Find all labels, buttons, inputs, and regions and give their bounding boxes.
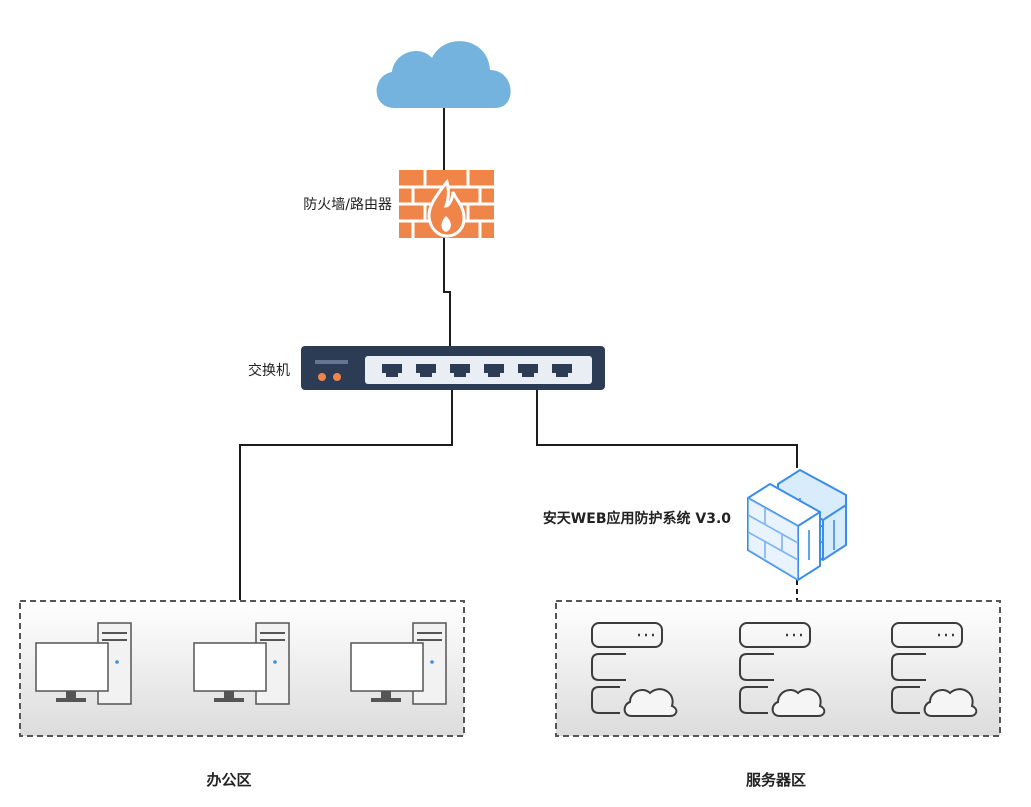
office-zone-label: 办公区: [206, 771, 251, 789]
office-pc-icon: [193, 622, 290, 705]
link-firewall-switch: [443, 238, 451, 346]
server-zone-label: 服务器区: [746, 771, 806, 789]
server-zone: [555, 600, 1001, 737]
office-pc-icon: [35, 622, 132, 705]
switch-icon: [301, 346, 605, 390]
cloud-icon: [376, 41, 511, 108]
office-zone: [19, 600, 465, 737]
link-switch-office: [239, 390, 453, 600]
waf-icon: [747, 468, 847, 582]
firewall-label: 防火墙/路由器: [303, 197, 392, 213]
cloud-server-icon: [591, 622, 678, 717]
office-pc-icon: [350, 622, 447, 705]
waf-label: 安天WEB应用防护系统 V3.0: [543, 510, 731, 527]
cloud-server-icon: [739, 622, 826, 717]
connection-lines: [239, 104, 798, 600]
firewall-icon: [399, 170, 494, 238]
switch-label: 交换机: [248, 362, 290, 379]
link-switch-waf: [536, 390, 798, 468]
cloud-server-icon: [891, 622, 978, 717]
